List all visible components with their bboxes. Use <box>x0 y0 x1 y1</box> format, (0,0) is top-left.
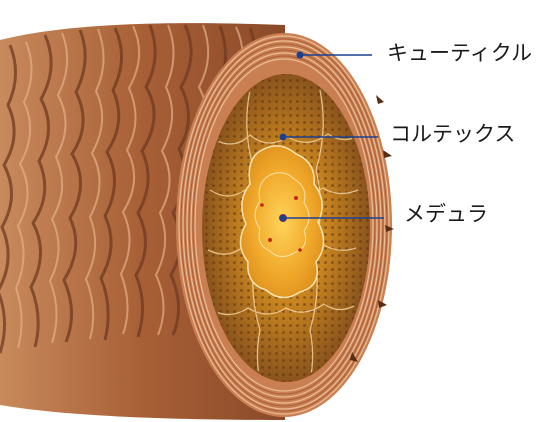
cuticle-pointer-dot <box>297 52 304 59</box>
cortex-pointer-dot <box>280 134 287 141</box>
medulla-pointer-dot <box>280 215 287 222</box>
cortex-label: コルテックス <box>390 124 515 145</box>
medulla-core <box>240 146 323 298</box>
medulla-label: メデュラ <box>404 204 488 225</box>
cuticle-label: キューティクル <box>387 43 532 64</box>
